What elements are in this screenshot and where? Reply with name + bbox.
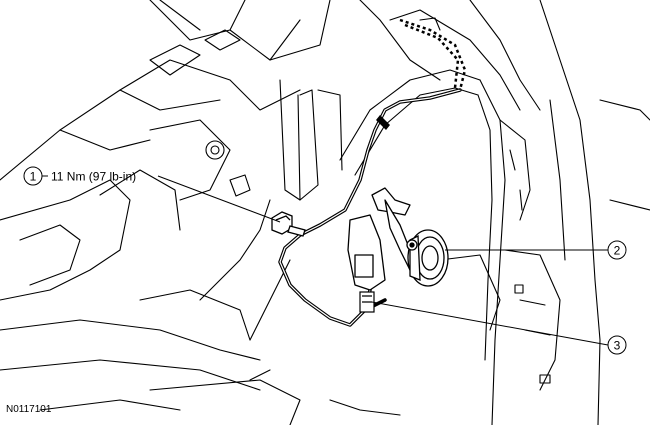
harness-highlight [279,89,461,326]
callout-2-circle [607,240,627,260]
callout-2: 2 [445,240,627,260]
horn-connector [359,291,375,313]
bolt [271,211,306,237]
callout-3: 3 [371,301,627,355]
callout-2-number: 2 [614,244,621,258]
horn-bracket [347,187,419,291]
callout-3-number: 3 [614,339,621,353]
figure-id: N0117101 [6,404,52,415]
harness-clip [376,115,390,130]
callout-3-leader [371,301,609,346]
callout-1: 1 11 Nm (97 lb-in) [23,166,281,223]
callout-1-number: 1 [30,170,37,184]
callout-1-leader [157,175,281,223]
horn [406,229,449,287]
callout-1-torque-spec: 11 Nm (97 lb-in) [51,170,136,184]
callout-3-circle [607,335,627,355]
harness-dashed-routing [399,18,467,91]
